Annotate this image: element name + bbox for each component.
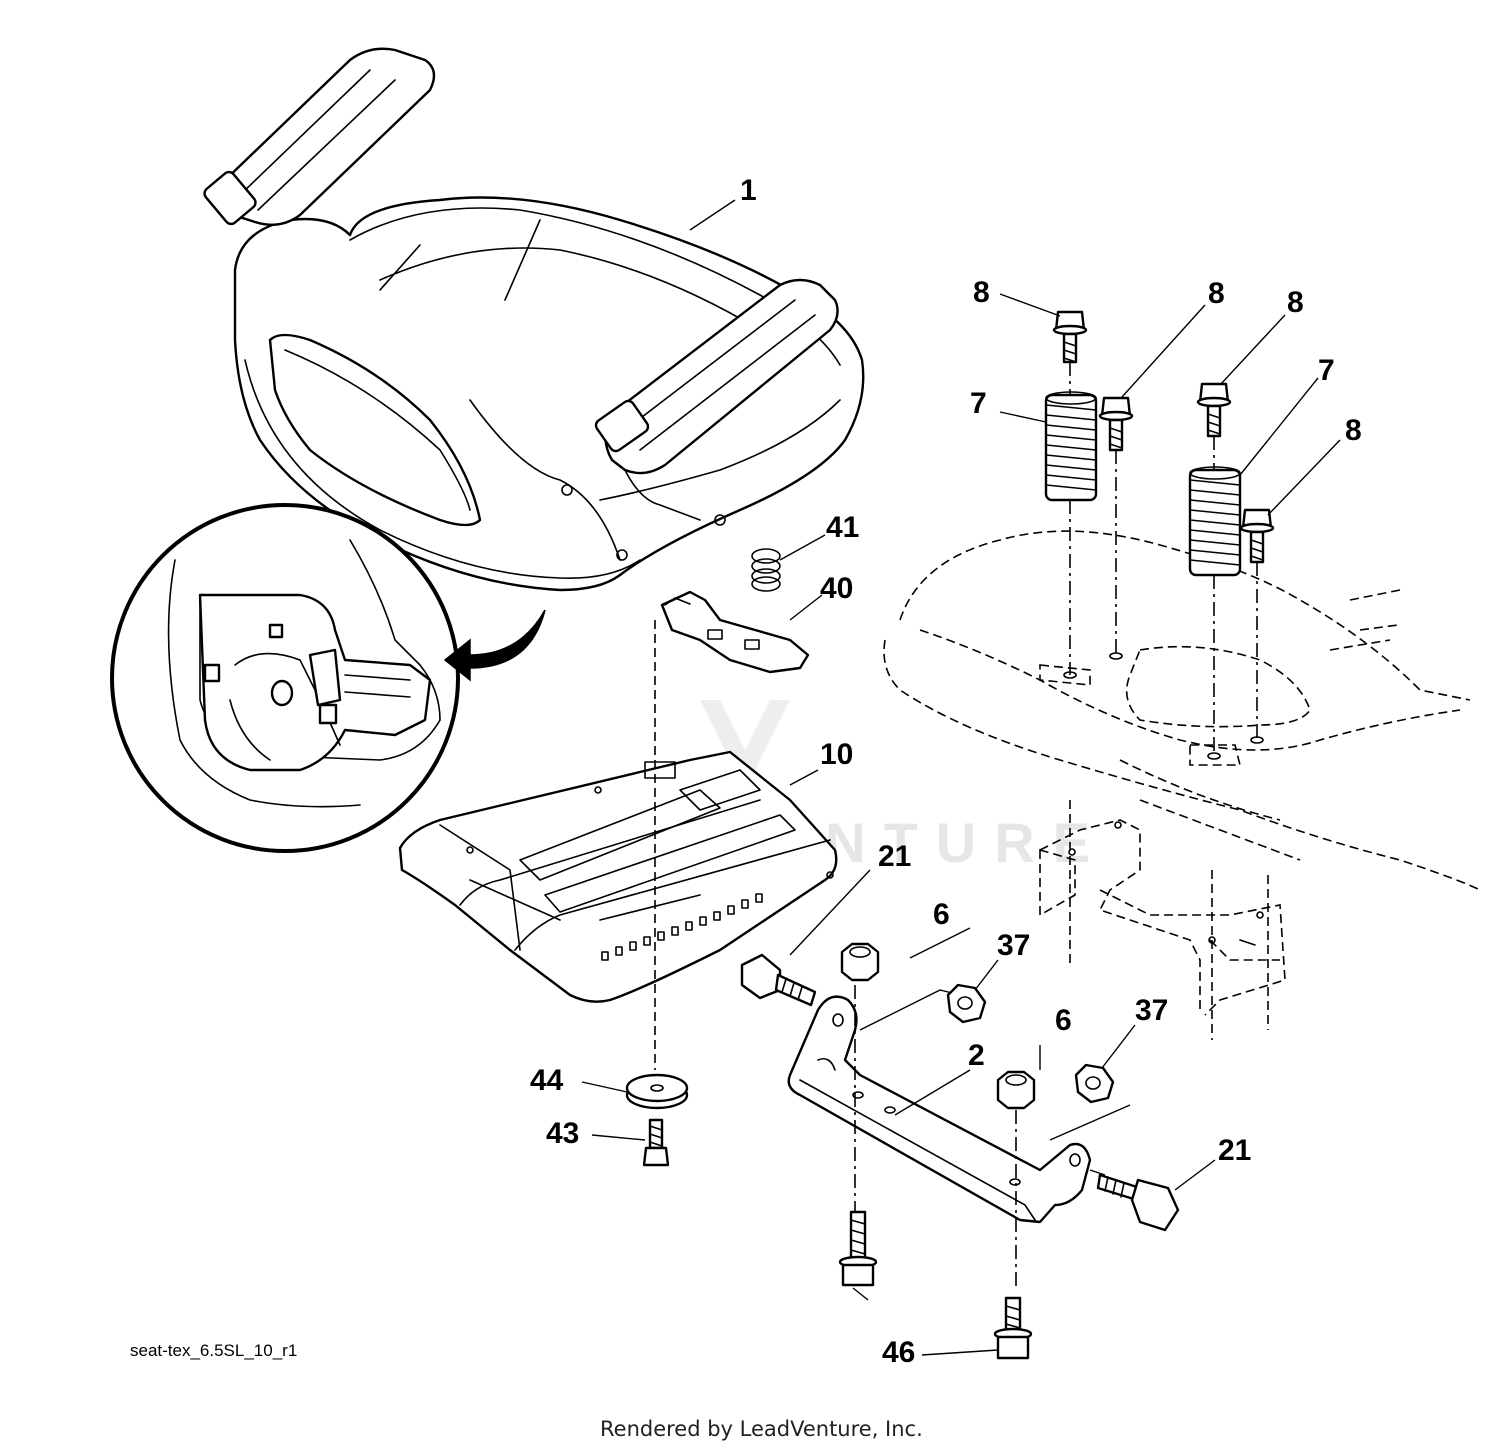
washer-44	[625, 1073, 689, 1110]
detail-inset	[110, 503, 546, 853]
callout-37-left: 37	[997, 929, 1030, 962]
nut-6-right	[996, 1070, 1036, 1110]
callout-21-left: 21	[878, 840, 911, 873]
spring-7-left	[1044, 391, 1098, 502]
callout-46: 46	[882, 1336, 915, 1369]
callout-40: 40	[820, 572, 853, 605]
callout-8-d: 8	[1345, 414, 1362, 447]
callout-8-b: 8	[1208, 277, 1225, 310]
assembly-lines-springs	[1063, 362, 1264, 760]
callout-7-left: 7	[970, 387, 987, 420]
leader-lines	[581, 199, 1341, 1356]
bolt-46-right	[993, 1296, 1033, 1360]
locknut-37-left	[946, 983, 987, 1024]
callout-21-right: 21	[1218, 1134, 1251, 1167]
seat-pan-10	[398, 750, 838, 1003]
frame-outline	[883, 530, 1481, 1040]
bolt-21-left	[740, 953, 817, 1007]
callout-7-right: 7	[1318, 354, 1335, 387]
callout-41: 41	[826, 511, 859, 544]
bracket-2	[787, 995, 1092, 1224]
bolt-8-c	[1196, 382, 1232, 438]
callout-6-right: 6	[1055, 1004, 1072, 1037]
callout-44: 44	[530, 1064, 564, 1097]
callout-2: 2	[968, 1039, 985, 1072]
seat	[203, 47, 865, 592]
bolt-21-right	[1096, 1173, 1180, 1232]
callout-6-left: 6	[933, 898, 950, 931]
callout-1: 1	[740, 174, 757, 207]
drawing-id: seat-tex_6.5SL_10_r1	[130, 1341, 297, 1360]
callout-37-right: 37	[1135, 994, 1168, 1027]
bolt-46-left	[838, 1210, 878, 1287]
callout-10: 10	[820, 738, 853, 771]
screw-43	[642, 1118, 670, 1167]
callout-8-c: 8	[1287, 286, 1304, 319]
spring-clip-40	[660, 590, 810, 674]
callout-8-a: 8	[973, 276, 990, 309]
callout-43: 43	[546, 1117, 579, 1150]
bolt-8-b	[1098, 396, 1134, 452]
nut-6-left	[840, 942, 880, 982]
locknut-37-right	[1074, 1063, 1115, 1104]
render-credit: Rendered by LeadVenture, Inc.	[600, 1417, 923, 1441]
bolt-8-d	[1239, 508, 1275, 564]
callouts: 1 8 8 8 8 7 7 41 40 10 21 6 37 6 37 2 21…	[530, 174, 1362, 1369]
small-spring-41	[751, 548, 781, 592]
bolt-8-a	[1052, 310, 1088, 364]
spring-7-right	[1188, 466, 1242, 577]
